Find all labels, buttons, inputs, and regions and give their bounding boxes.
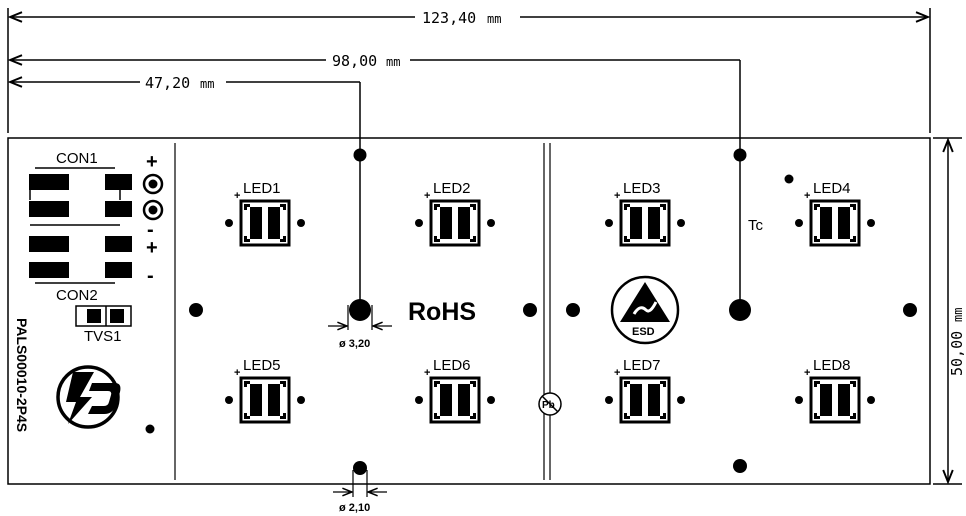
dimension-label: 123,40 [422,9,476,27]
led-polarity: + [804,367,810,379]
led-footprint [239,199,291,247]
con2-label: CON2 [56,287,98,304]
led-polarity: + [614,367,620,379]
led-via [297,396,305,404]
led-footprint [809,199,861,247]
rohs-mark: RoHS [408,298,476,326]
connector-con1: CON1 [29,150,132,217]
led-1: +LED1 [225,180,305,247]
dimension-unit: mm [386,55,400,69]
terminal-pads: + - + - [142,151,164,287]
led-polarity: + [234,190,240,202]
led-label: LED7 [623,357,661,374]
hole [733,459,747,473]
part-number: PALS00010-2P4S [14,318,30,432]
led-via [225,396,233,404]
tc-label: Tc [748,217,764,234]
led-via [487,396,495,404]
led-8: +LED8 [795,357,875,424]
hole [733,148,747,162]
led-label: LED3 [623,180,661,197]
led-via [487,219,495,227]
led-5: +LED5 [225,357,305,424]
hole [784,174,794,184]
led-polarity: + [424,190,430,202]
minus-sign: - [147,265,154,287]
led-via [795,219,803,227]
led-7: +LED7 [605,357,685,424]
led-via [605,396,613,404]
dimension-label: 50,00 [948,331,966,376]
led-via [795,396,803,404]
led-via [225,219,233,227]
led-polarity: + [804,190,810,202]
led-via [415,396,423,404]
led-via [867,396,875,404]
plus-sign: + [146,151,158,173]
tvs-component: TVS1 [75,305,132,345]
led-2: +LED2 [415,180,495,247]
dimension-width-overall: 123,40 mm [7,8,931,133]
dimension-label: 98,00 [332,52,377,70]
led-label: LED1 [243,180,281,197]
dimension-label: 47,20 [145,74,190,92]
led-polarity: + [614,190,620,202]
hole [353,461,367,475]
dimension-unit: mm [487,12,501,26]
hole-dimension-small: ø 2,10 [333,470,387,514]
hole [189,303,203,317]
esd-symbol: ESD [610,275,680,345]
led-label: LED8 [813,357,851,374]
plus-sign: + [146,237,158,259]
minus-sign: - [147,219,154,241]
hole-dimension-large: ø 3,20 [328,305,392,350]
con1-label: CON1 [56,150,98,167]
dimension-unit: mm [200,77,214,91]
led-via [867,219,875,227]
led-footprint [809,376,861,424]
led-via [605,219,613,227]
led-footprint [619,199,671,247]
led-array: +LED1+LED2+LED3+LED4+LED5+LED6+LED7+LED8 [225,180,875,424]
pb-label: Pb [542,400,555,411]
led-label: LED2 [433,180,471,197]
led-via [415,219,423,227]
esd-label: ESD [632,326,655,338]
pb-free-symbol: Pb [538,392,562,416]
connector-con2: CON2 [29,224,132,304]
led-via [677,396,685,404]
hole [353,148,367,162]
dimension-unit: mm [951,308,965,322]
dimension-height: 50,00 mm [933,137,966,485]
led-label: LED6 [433,357,471,374]
hole [145,424,155,434]
led-footprint [619,376,671,424]
hole-large-label: ø 3,20 [339,338,370,350]
tvs-label: TVS1 [84,328,122,345]
hole-large [349,299,371,321]
led-via [677,219,685,227]
hole-small-label: ø 2,10 [339,502,370,514]
hole [903,303,917,317]
led-footprint [239,376,291,424]
mounting-holes [145,148,917,475]
led-via [297,219,305,227]
hole-large [729,299,751,321]
led-4: +LED4 [795,180,875,247]
dimension-to-tc: 98,00 mm [10,52,741,305]
led-label: LED5 [243,357,281,374]
led-footprint [429,199,481,247]
led-label: LED4 [813,180,851,197]
dimension-to-center: 47,20 mm [10,74,361,305]
hole [566,303,580,317]
led-6: +LED6 [415,357,495,424]
hole [523,303,537,317]
board-outline [7,137,931,485]
led-polarity: + [234,367,240,379]
led-3: +LED3 [605,180,685,247]
company-logo [56,365,121,429]
led-polarity: + [424,367,430,379]
led-footprint [429,376,481,424]
